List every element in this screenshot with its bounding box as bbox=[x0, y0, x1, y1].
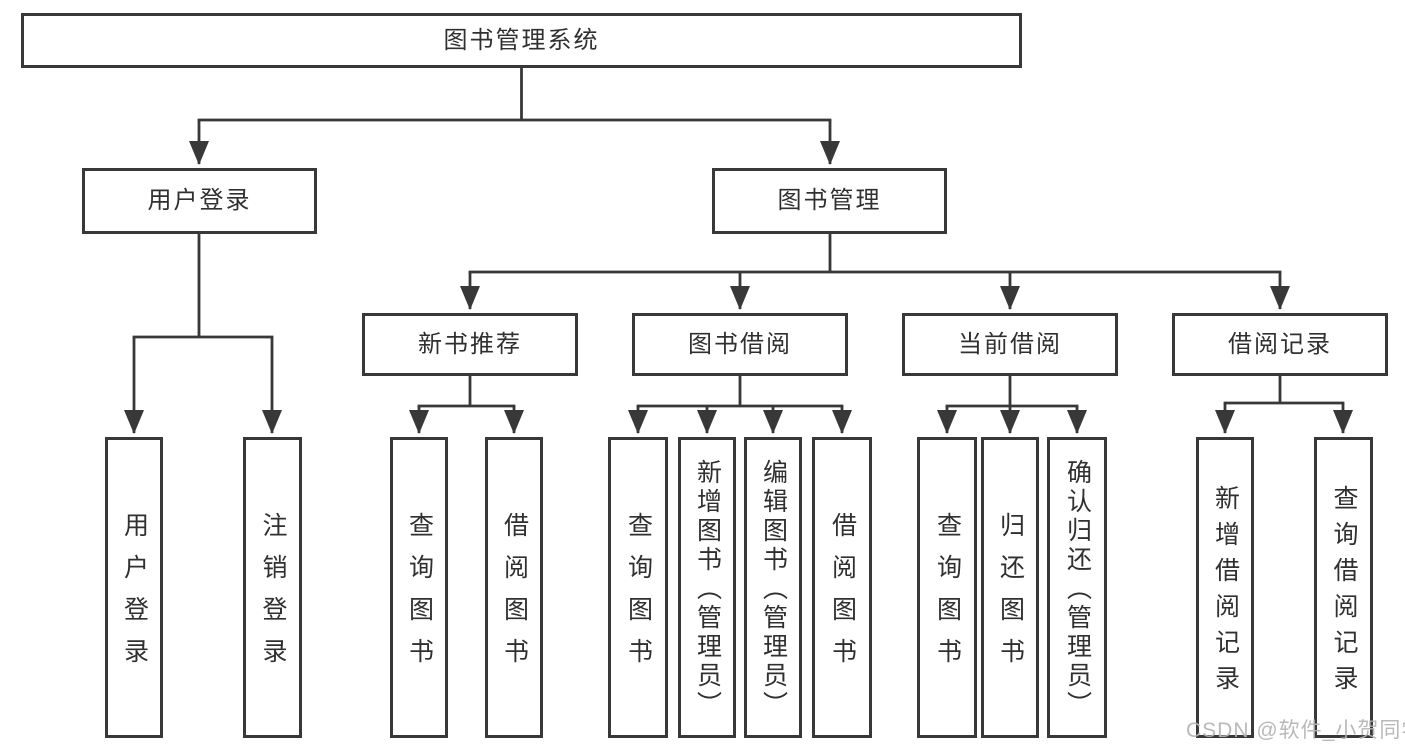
leaf-bb-borrow-books-label: 借阅图书 bbox=[828, 512, 857, 680]
leaf-bb-add-books-admin: 新增图书（管理员） bbox=[678, 437, 736, 738]
leaf-user-login-label: 用户登录 bbox=[120, 512, 149, 680]
leaf-br-query-record-label: 查询借阅记录 bbox=[1330, 485, 1358, 701]
leaf-cb-confirm-return-admin-label: 确认归还（管理员） bbox=[1063, 459, 1092, 720]
node-user-login: 用户登录 bbox=[82, 168, 317, 234]
node-new-book-recommend: 新书推荐 bbox=[362, 313, 578, 376]
leaf-cb-confirm-return-admin: 确认归还（管理员） bbox=[1047, 437, 1107, 738]
leaf-br-add-record: 新增借阅记录 bbox=[1196, 437, 1254, 738]
leaf-rec-borrow-books: 借阅图书 bbox=[485, 437, 543, 738]
leaf-bb-edit-books-admin-label: 编辑图书（管理员） bbox=[759, 459, 788, 720]
leaf-bb-borrow-books: 借阅图书 bbox=[812, 437, 872, 738]
node-book-borrowing-label: 图书借阅 bbox=[688, 330, 792, 358]
leaf-cb-return-books: 归还图书 bbox=[981, 437, 1039, 738]
leaf-logout-label: 注销登录 bbox=[259, 512, 287, 680]
leaf-rec-borrow-books-label: 借阅图书 bbox=[500, 512, 529, 680]
leaf-user-login: 用户登录 bbox=[105, 437, 163, 738]
node-borrowing-records-label: 借阅记录 bbox=[1228, 330, 1332, 358]
leaf-cb-return-books-label: 归还图书 bbox=[996, 512, 1025, 680]
node-current-borrowing: 当前借阅 bbox=[902, 313, 1118, 376]
leaf-rec-query-books: 查询图书 bbox=[390, 437, 448, 738]
node-borrowing-records: 借阅记录 bbox=[1172, 313, 1388, 376]
leaf-bb-query-books-label: 查询图书 bbox=[624, 512, 653, 680]
node-new-book-recommend-label: 新书推荐 bbox=[418, 330, 522, 358]
node-book-management: 图书管理 bbox=[712, 168, 947, 234]
leaf-bb-add-books-admin-label: 新增图书（管理员） bbox=[693, 459, 722, 720]
leaf-br-add-record-label: 新增借阅记录 bbox=[1211, 485, 1240, 701]
leaf-cb-query-books-label: 查询图书 bbox=[933, 512, 962, 680]
node-current-borrowing-label: 当前借阅 bbox=[958, 330, 1062, 358]
leaf-bb-edit-books-admin: 编辑图书（管理员） bbox=[744, 437, 802, 738]
leaf-logout: 注销登录 bbox=[243, 437, 302, 738]
leaf-br-query-record: 查询借阅记录 bbox=[1314, 437, 1373, 738]
node-root-system-label: 图书管理系统 bbox=[443, 26, 600, 54]
csdn-watermark: CSDN @软件_小贺同学 bbox=[1186, 719, 1405, 742]
node-book-borrowing: 图书借阅 bbox=[632, 313, 848, 376]
leaf-cb-query-books: 查询图书 bbox=[917, 437, 977, 738]
node-root-system: 图书管理系统 bbox=[21, 13, 1022, 68]
node-user-login-label: 用户登录 bbox=[147, 187, 252, 214]
node-book-management-label: 图书管理 bbox=[777, 187, 882, 214]
leaf-bb-query-books: 查询图书 bbox=[608, 437, 668, 738]
leaf-rec-query-books-label: 查询图书 bbox=[405, 512, 434, 680]
